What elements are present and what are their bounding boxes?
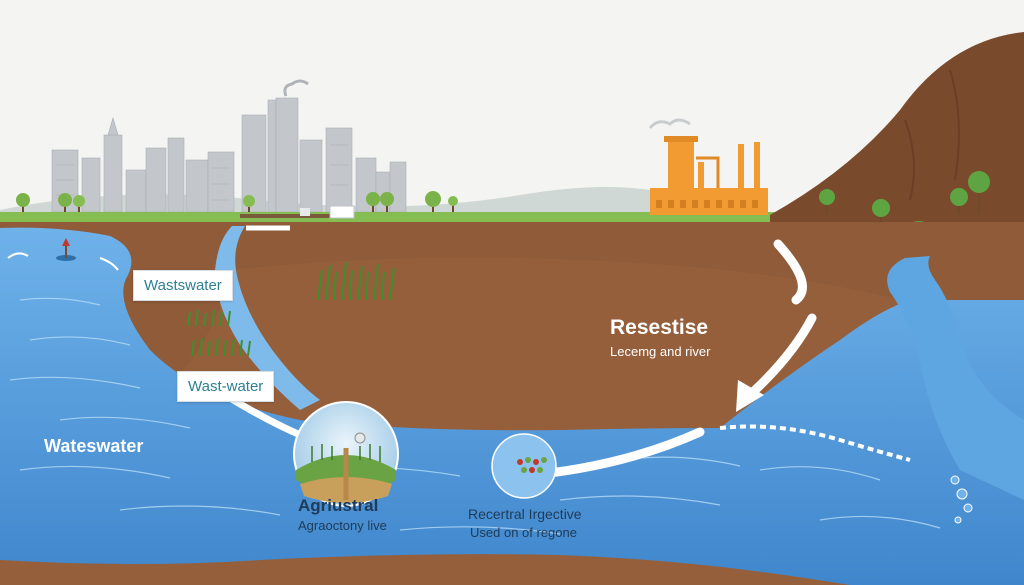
agri-subtitle: Agraoctony live (298, 518, 387, 533)
outfall-pipe (240, 205, 355, 219)
mountain-ridges (904, 69, 960, 201)
agri-title: Agriustral (298, 496, 379, 515)
buoy-icon (56, 238, 76, 261)
wastewater-label-mid: Wast-water (177, 371, 275, 402)
tree-icon (16, 191, 458, 214)
resestise-title: Resestise (610, 316, 709, 339)
stream-right (887, 256, 1024, 500)
wastewater-label-top: Wastswater (133, 270, 233, 301)
bubbles (950, 475, 973, 524)
city-smoke (283, 79, 309, 97)
mountain (770, 32, 1024, 222)
lake-swirl (7, 252, 119, 271)
grass-horizon (0, 212, 1024, 222)
city-skyline-icon (51, 97, 407, 213)
resestise-subtitle: Lecemg and river (610, 344, 711, 359)
water-ripples (9, 297, 941, 535)
crop-patch (187, 261, 395, 357)
city-windows (56, 144, 348, 201)
wastewater-river-label: Wateswater (44, 436, 144, 456)
wave-foam (719, 424, 911, 462)
recycle-title: Recertral Irgective (468, 506, 582, 522)
field-globe-icon (293, 401, 399, 507)
crop-globe-icon (491, 433, 557, 499)
factory-icon (648, 118, 768, 215)
river-body (0, 227, 1024, 585)
recycle-subtitle: Used on of regone (470, 525, 577, 540)
